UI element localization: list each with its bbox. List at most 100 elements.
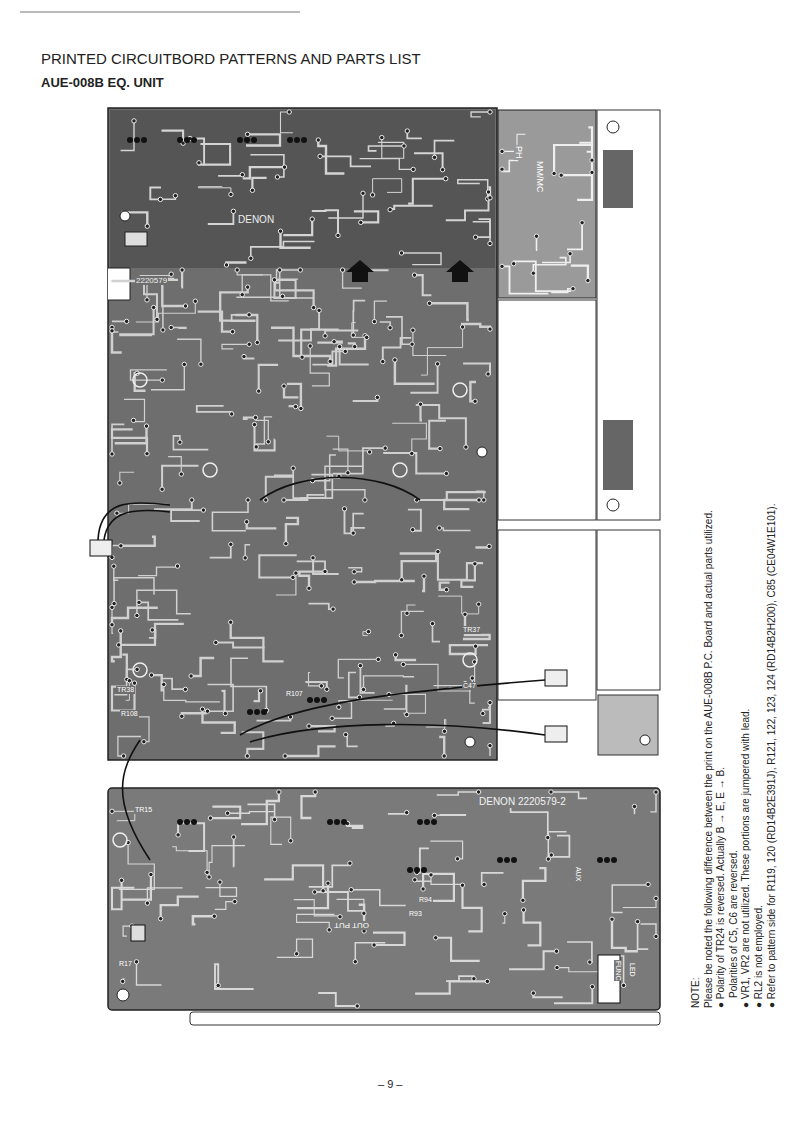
pad xyxy=(284,542,288,546)
trace xyxy=(511,806,548,838)
pad xyxy=(278,268,282,272)
pad xyxy=(117,643,121,647)
pad xyxy=(319,684,323,688)
trace xyxy=(118,737,141,757)
trace xyxy=(325,466,365,500)
trace xyxy=(373,933,405,945)
pad xyxy=(352,570,356,574)
pad xyxy=(199,362,203,366)
trace xyxy=(266,476,293,500)
pad xyxy=(266,440,270,444)
trace xyxy=(470,382,476,401)
pad xyxy=(155,317,159,321)
pad xyxy=(110,452,114,456)
pad xyxy=(436,549,440,553)
pad xyxy=(399,633,403,637)
pad xyxy=(159,917,163,921)
trace xyxy=(438,552,483,580)
trace xyxy=(190,139,204,165)
pad xyxy=(110,623,114,627)
trace xyxy=(612,884,648,912)
pad xyxy=(486,190,490,194)
pad xyxy=(162,682,166,686)
trace xyxy=(434,814,465,816)
pad xyxy=(307,724,311,728)
trace xyxy=(198,187,231,195)
pad xyxy=(118,481,122,485)
pad xyxy=(321,697,327,703)
pad xyxy=(349,888,353,892)
pad xyxy=(590,985,594,989)
pad xyxy=(337,344,341,348)
pad xyxy=(358,663,362,667)
trace xyxy=(241,792,279,824)
pad xyxy=(597,857,603,863)
pad xyxy=(440,168,444,172)
pad xyxy=(376,657,380,661)
trace xyxy=(121,537,155,546)
sub-board xyxy=(108,788,660,1010)
trace xyxy=(463,885,482,931)
trace xyxy=(439,528,470,531)
trace xyxy=(524,910,541,945)
pad xyxy=(190,498,194,502)
pad xyxy=(444,471,448,475)
trace xyxy=(276,573,296,595)
trace xyxy=(318,140,344,174)
pad xyxy=(473,644,477,648)
trace xyxy=(354,211,378,222)
trace xyxy=(413,330,446,355)
trace xyxy=(313,558,339,574)
trace xyxy=(571,266,588,281)
callout-number: R108 xyxy=(120,710,139,718)
pad xyxy=(232,835,236,839)
trace xyxy=(236,270,279,297)
trace xyxy=(638,922,649,950)
trace xyxy=(139,602,178,620)
trace xyxy=(374,301,387,322)
trace xyxy=(182,713,207,716)
trace xyxy=(390,206,433,210)
pad xyxy=(229,192,233,196)
pad xyxy=(183,687,187,691)
pad xyxy=(411,528,415,532)
pad xyxy=(212,914,216,918)
pad xyxy=(169,325,173,329)
pad xyxy=(463,612,467,616)
trace xyxy=(641,924,657,936)
pad xyxy=(534,234,538,238)
pad xyxy=(455,857,459,861)
pad xyxy=(231,209,235,213)
pad xyxy=(244,137,250,143)
pad xyxy=(361,191,365,195)
pad xyxy=(326,881,330,885)
pad xyxy=(245,754,249,758)
trace xyxy=(227,263,247,266)
pad xyxy=(119,629,123,633)
pad xyxy=(422,574,426,578)
trace xyxy=(210,807,240,819)
trace xyxy=(400,554,437,580)
pad xyxy=(343,349,347,353)
connector-block xyxy=(125,232,147,246)
trace xyxy=(259,365,278,391)
pad xyxy=(511,857,517,863)
pad xyxy=(142,740,146,744)
trace xyxy=(353,514,364,534)
trace xyxy=(172,847,207,873)
pad xyxy=(476,790,480,794)
pad xyxy=(473,562,477,566)
pad xyxy=(355,1004,359,1008)
trace xyxy=(117,504,167,513)
trace xyxy=(247,522,277,529)
pad xyxy=(149,872,153,876)
callout-number: C47 xyxy=(462,682,477,690)
pad xyxy=(383,446,387,450)
pad xyxy=(488,327,492,331)
pad xyxy=(240,293,244,297)
pad xyxy=(134,137,140,143)
pad xyxy=(361,687,365,691)
trace xyxy=(112,429,147,453)
trace xyxy=(567,942,592,962)
pad xyxy=(552,171,556,175)
